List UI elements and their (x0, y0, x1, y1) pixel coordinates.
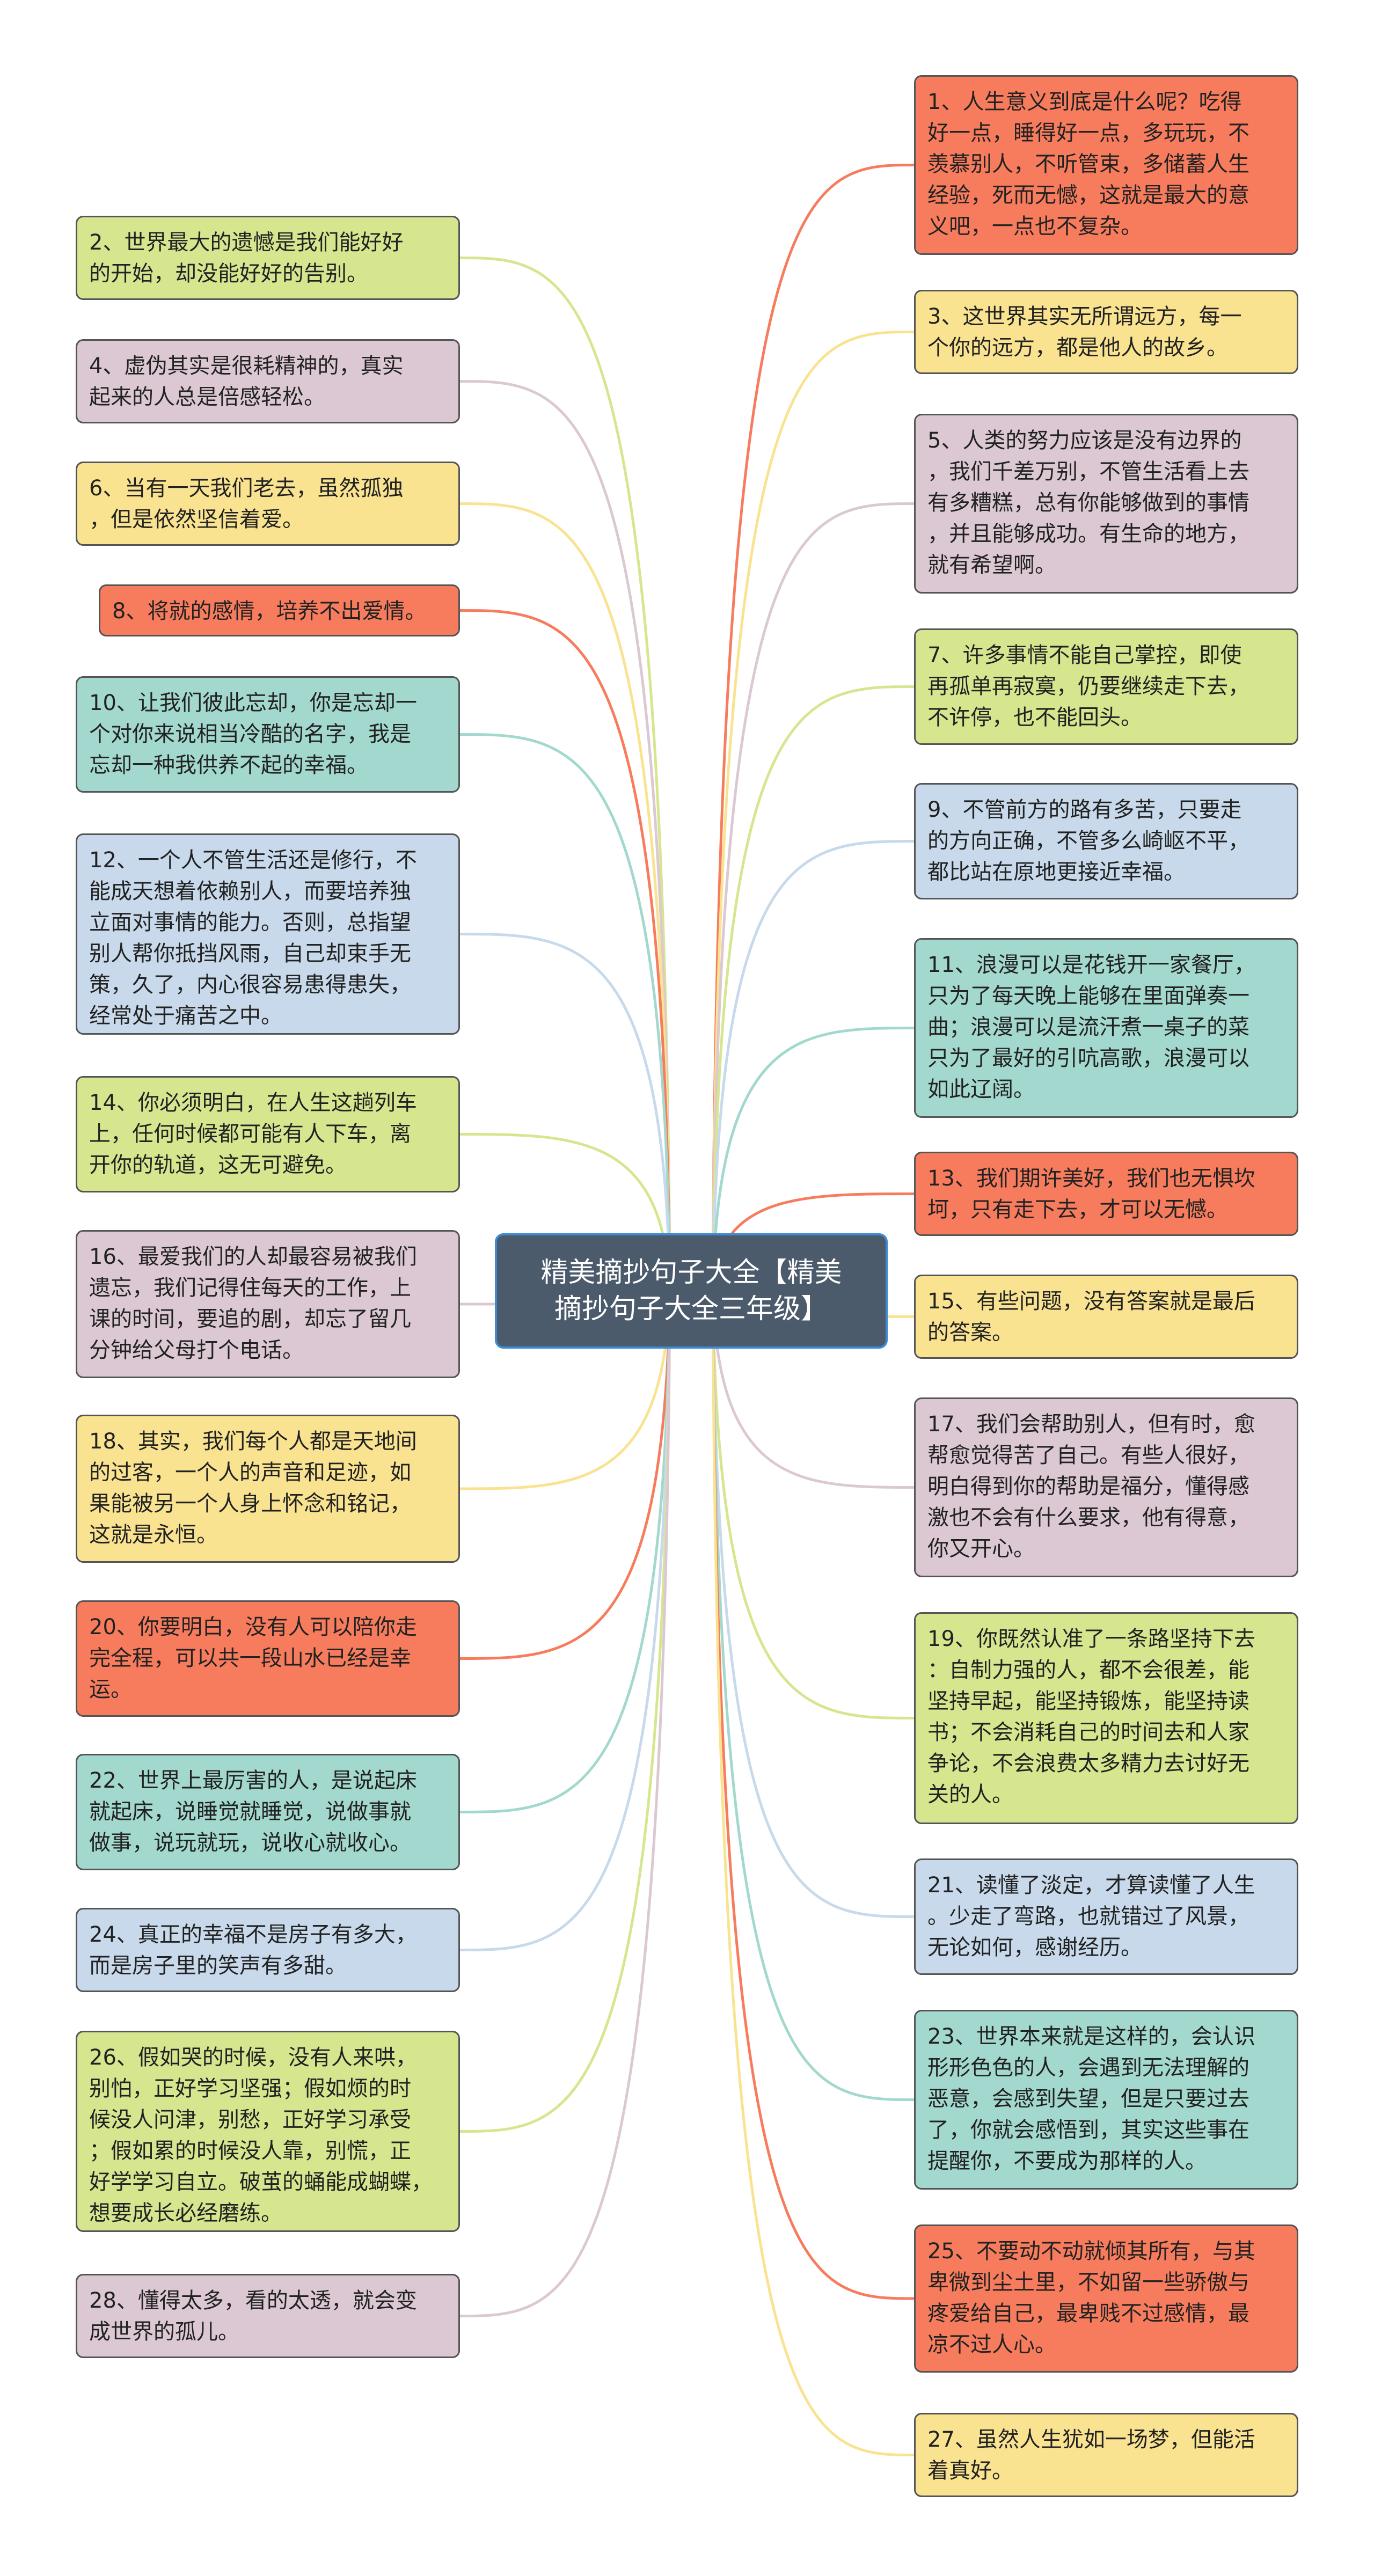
right-connector-8 (711, 1291, 915, 1489)
right-node-27: 27、虽然人生犹如一场梦，但能活 着真好。 (914, 2413, 1298, 2497)
left-connector-10 (459, 1291, 671, 1813)
right-node-13: 13、我们期许美好，我们也无惧坎 坷，只有走下去，才可以无憾。 (914, 1152, 1298, 1236)
left-node-4: 4、虚伪其实是很耗精神的，真实 起来的人总是倍感轻松。 (76, 339, 460, 423)
right-connector-0 (711, 164, 915, 1291)
left-connector-8 (459, 1291, 671, 1490)
right-connector-5 (711, 1027, 915, 1291)
left-node-6: 6、当有一天我们老去，虽然孤独 ，但是依然坚信着爱。 (76, 462, 460, 546)
left-connector-1 (459, 380, 671, 1291)
left-connector-13 (459, 1291, 671, 2317)
right-connector-13 (711, 1291, 915, 2456)
left-node-20: 20、你要明白，没有人可以陪你走 完全程，可以共一段山水已经是幸 运。 (76, 1600, 460, 1717)
right-node-9: 9、不管前方的路有多苦，只要走 的方向正确，不管多么崎岖不平， 都比站在原地更接… (914, 783, 1298, 899)
right-node-1: 1、人生意义到底是什么呢？吃得 好一点，睡得好一点，多玩玩，不 羡慕别人，不听管… (914, 75, 1298, 255)
right-node-3: 3、这世界其实无所谓远方，每一 个你的远方，都是他人的故乡。 (914, 290, 1298, 374)
left-connector-12 (459, 1291, 671, 2133)
left-node-26: 26、假如哭的时候，没有人来哄， 别怕，正好学习坚强；假如烦的时 候没人问津，别… (76, 2031, 460, 2232)
left-connector-0 (459, 257, 671, 1291)
right-node-21: 21、读懂了淡定，才算读懂了人生 。少走了弯路，也就错过了风景， 无论如何，感谢… (914, 1858, 1298, 1975)
left-node-12: 12、一个人不管生活还是修行，不 能成天想着依赖别人，而要培养独 立面对事情的能… (76, 833, 460, 1035)
left-node-14: 14、你必须明白，在人生这趟列车 上，任何时候都可能有人下车，离 开你的轨道，这… (76, 1076, 460, 1192)
right-node-5: 5、人类的努力应该是没有边界的 ，我们千差万别，不管生活看上去 有多糟糕，总有你… (914, 414, 1298, 594)
right-connector-11 (711, 1291, 915, 2101)
right-node-11: 11、浪漫可以是花钱开一家餐厅， 只为了每天晚上能够在里面弹奏一 曲；浪漫可以是… (914, 938, 1298, 1118)
right-connector-2 (711, 502, 915, 1291)
left-connector-11 (459, 1291, 671, 1951)
right-connector-9 (711, 1291, 915, 1719)
right-node-17: 17、我们会帮助别人，但有时，愈 帮愈觉得苦了自己。有些人很好， 明白得到你的帮… (914, 1397, 1298, 1577)
left-connector-5 (459, 933, 671, 1291)
left-node-18: 18、其实，我们每个人都是天地间 的过客，一个人的声音和足迹，如 果能被另一个人… (76, 1415, 460, 1563)
right-node-15: 15、有些问题，没有答案就是最后 的答案。 (914, 1275, 1298, 1359)
central-topic: 精美摘抄句子大全【精美 摘抄句子大全三年级】 (495, 1233, 888, 1349)
left-node-28: 28、懂得太多，看的太透，就会变 成世界的孤儿。 (76, 2274, 460, 2358)
right-connector-4 (711, 840, 915, 1291)
left-connector-4 (459, 733, 671, 1291)
left-node-22: 22、世界上最厉害的人，是说起床 就起床，说睡觉就睡觉，说做事就 做事，说玩就玩… (76, 1754, 460, 1870)
right-node-7: 7、许多事情不能自己掌控，即使 再孤单再寂寞，仍要继续走下去， 不许停，也不能回… (914, 628, 1298, 745)
right-connector-1 (711, 331, 915, 1291)
right-connector-3 (711, 685, 915, 1291)
left-connector-9 (459, 1291, 671, 1660)
left-connector-2 (459, 502, 671, 1291)
left-node-16: 16、最爱我们的人却最容易被我们 遗忘，我们记得住每天的工作，上 课的时间，要追… (76, 1230, 460, 1378)
right-node-25: 25、不要动不动就倾其所有，与其 卑微到尘土里，不如留一些骄傲与 疼爱给自己，最… (914, 2224, 1298, 2373)
left-connector-3 (459, 609, 671, 1291)
left-node-2: 2、世界最大的遗憾是我们能好好 的开始，却没能好好的告别。 (76, 216, 460, 300)
left-node-8: 8、将就的感情，培养不出爱情。 (99, 584, 460, 636)
left-node-24: 24、真正的幸福不是房子有多大， 而是房子里的笑声有多甜。 (76, 1908, 460, 1992)
right-connector-12 (711, 1291, 915, 2300)
right-node-19: 19、你既然认准了一条路坚持下去 ：自制力强的人，都不会很差，能 坚持早起，能坚… (914, 1612, 1298, 1824)
right-node-23: 23、世界本来就是这样的，会认识 形形色色的人，会遇到无法理解的 恶意，会感到失… (914, 2010, 1298, 2190)
left-node-10: 10、让我们彼此忘却，你是忘却一 个对你来说相当冷酷的名字，我是 忘却一种我供养… (76, 676, 460, 793)
right-connector-10 (711, 1291, 915, 1918)
